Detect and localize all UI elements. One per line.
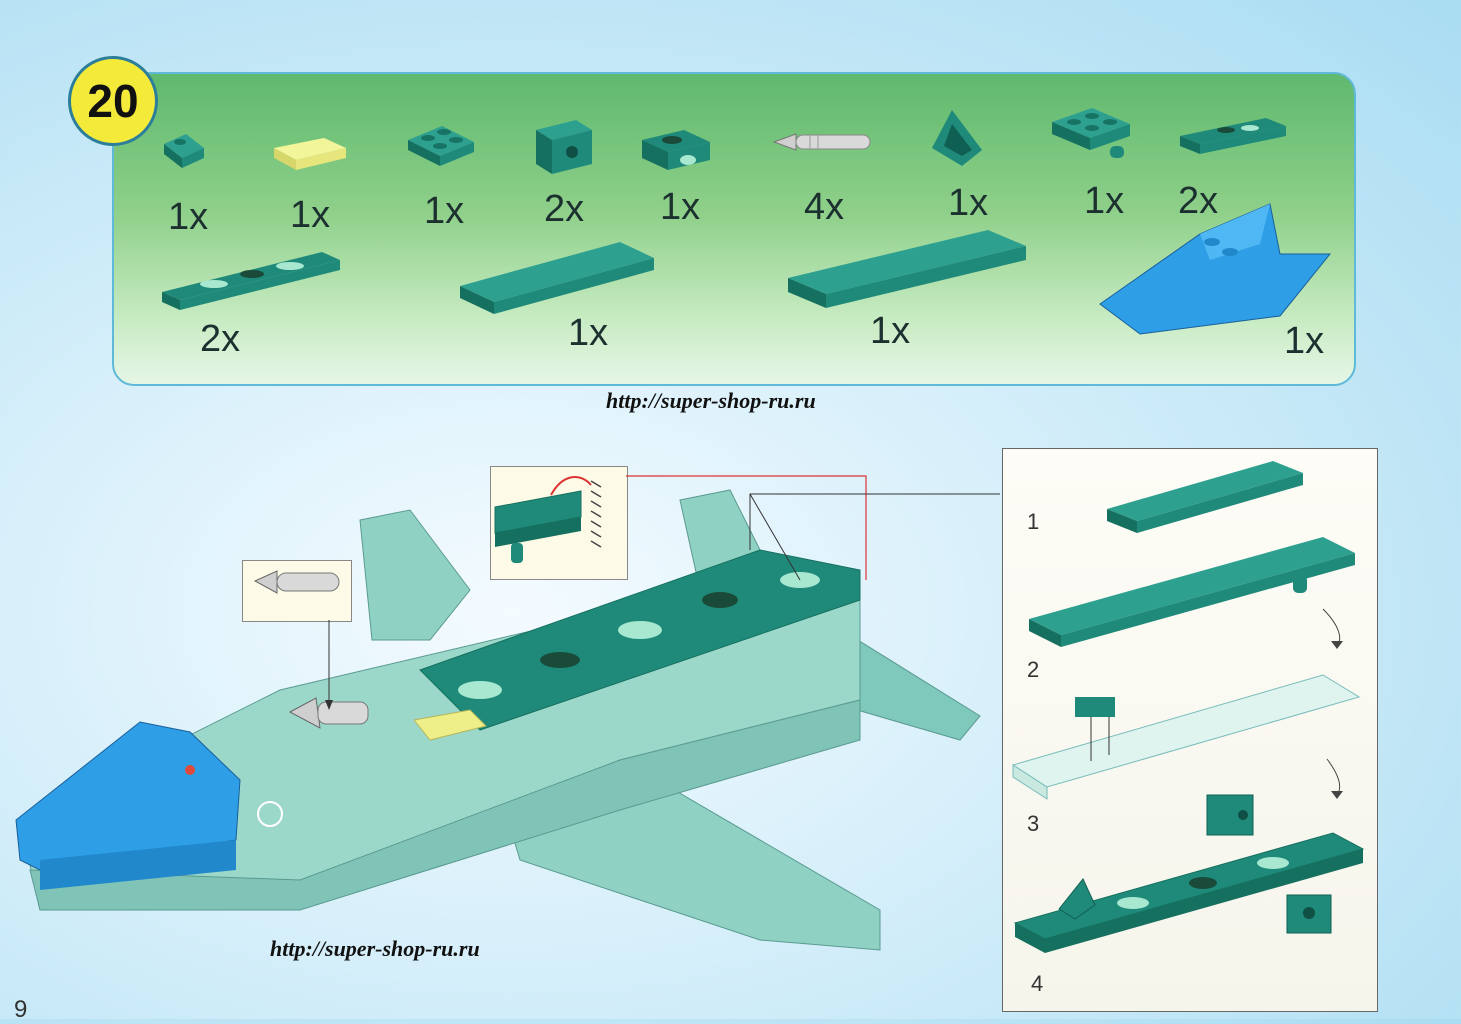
watermark-url-top: http://super-shop-ru.ru xyxy=(606,388,816,413)
part-camo-plate-1x4 xyxy=(1180,118,1286,154)
substep-label: 3 xyxy=(1027,811,1040,836)
part-count: 1x xyxy=(568,312,609,354)
substeps-panel: 1 2 3 4 xyxy=(1002,448,1378,1012)
part-plate-2x12 xyxy=(788,230,1026,308)
substep-label: 2 xyxy=(1027,657,1040,682)
callout-lines xyxy=(626,475,1000,581)
part-slope-wedge xyxy=(932,110,982,166)
parts-list-panel: 1x 1x 1x 2x 1x 4x 1x 1x 2x 2x 1x 1x 1x xyxy=(112,72,1356,386)
substep-label: 1 xyxy=(1027,509,1040,534)
watermark-url-bottom: http://super-shop-ru.ru xyxy=(270,936,480,961)
blue-canopy xyxy=(15,721,241,871)
part-tile-yellow xyxy=(274,138,346,170)
part-count: 2x xyxy=(200,318,241,360)
page-number: 9 xyxy=(14,996,28,1023)
part-technic-brick xyxy=(536,120,592,174)
part-count: 1x xyxy=(424,190,465,232)
parts-illustrations xyxy=(162,108,1332,335)
fuselage-side xyxy=(29,699,861,911)
part-blue-canopy xyxy=(1099,203,1332,335)
substeps-illustrations xyxy=(1011,461,1365,953)
missile-inset xyxy=(242,560,352,622)
part-camo-tile xyxy=(642,130,710,170)
part-count: 4x xyxy=(804,186,845,228)
missile-inset-arrow xyxy=(325,620,333,710)
part-count: 1x xyxy=(168,196,209,238)
part-missile xyxy=(772,133,871,151)
spring-inset xyxy=(490,466,628,580)
tail-fin xyxy=(359,509,471,641)
part-camo-plate-1x8 xyxy=(162,252,340,310)
part-count: 1x xyxy=(290,194,331,236)
part-count: 1x xyxy=(660,186,701,228)
part-plate-with-pin xyxy=(1052,108,1130,158)
part-count: 2x xyxy=(544,188,585,230)
part-plate-1x2 xyxy=(164,134,204,168)
substep-label: 4 xyxy=(1031,971,1044,996)
part-count: 1x xyxy=(1084,180,1125,222)
yellow-tile xyxy=(413,709,487,741)
part-count: 1x xyxy=(948,182,989,224)
airplane-illustration xyxy=(15,489,981,951)
part-count: 2x xyxy=(1178,180,1219,222)
part-plate-2x2 xyxy=(408,126,474,166)
step-number-badge: 20 xyxy=(68,56,158,146)
part-count: 1x xyxy=(870,310,911,352)
part-count: 1x xyxy=(1284,320,1325,362)
part-plate-2x10 xyxy=(460,242,654,314)
